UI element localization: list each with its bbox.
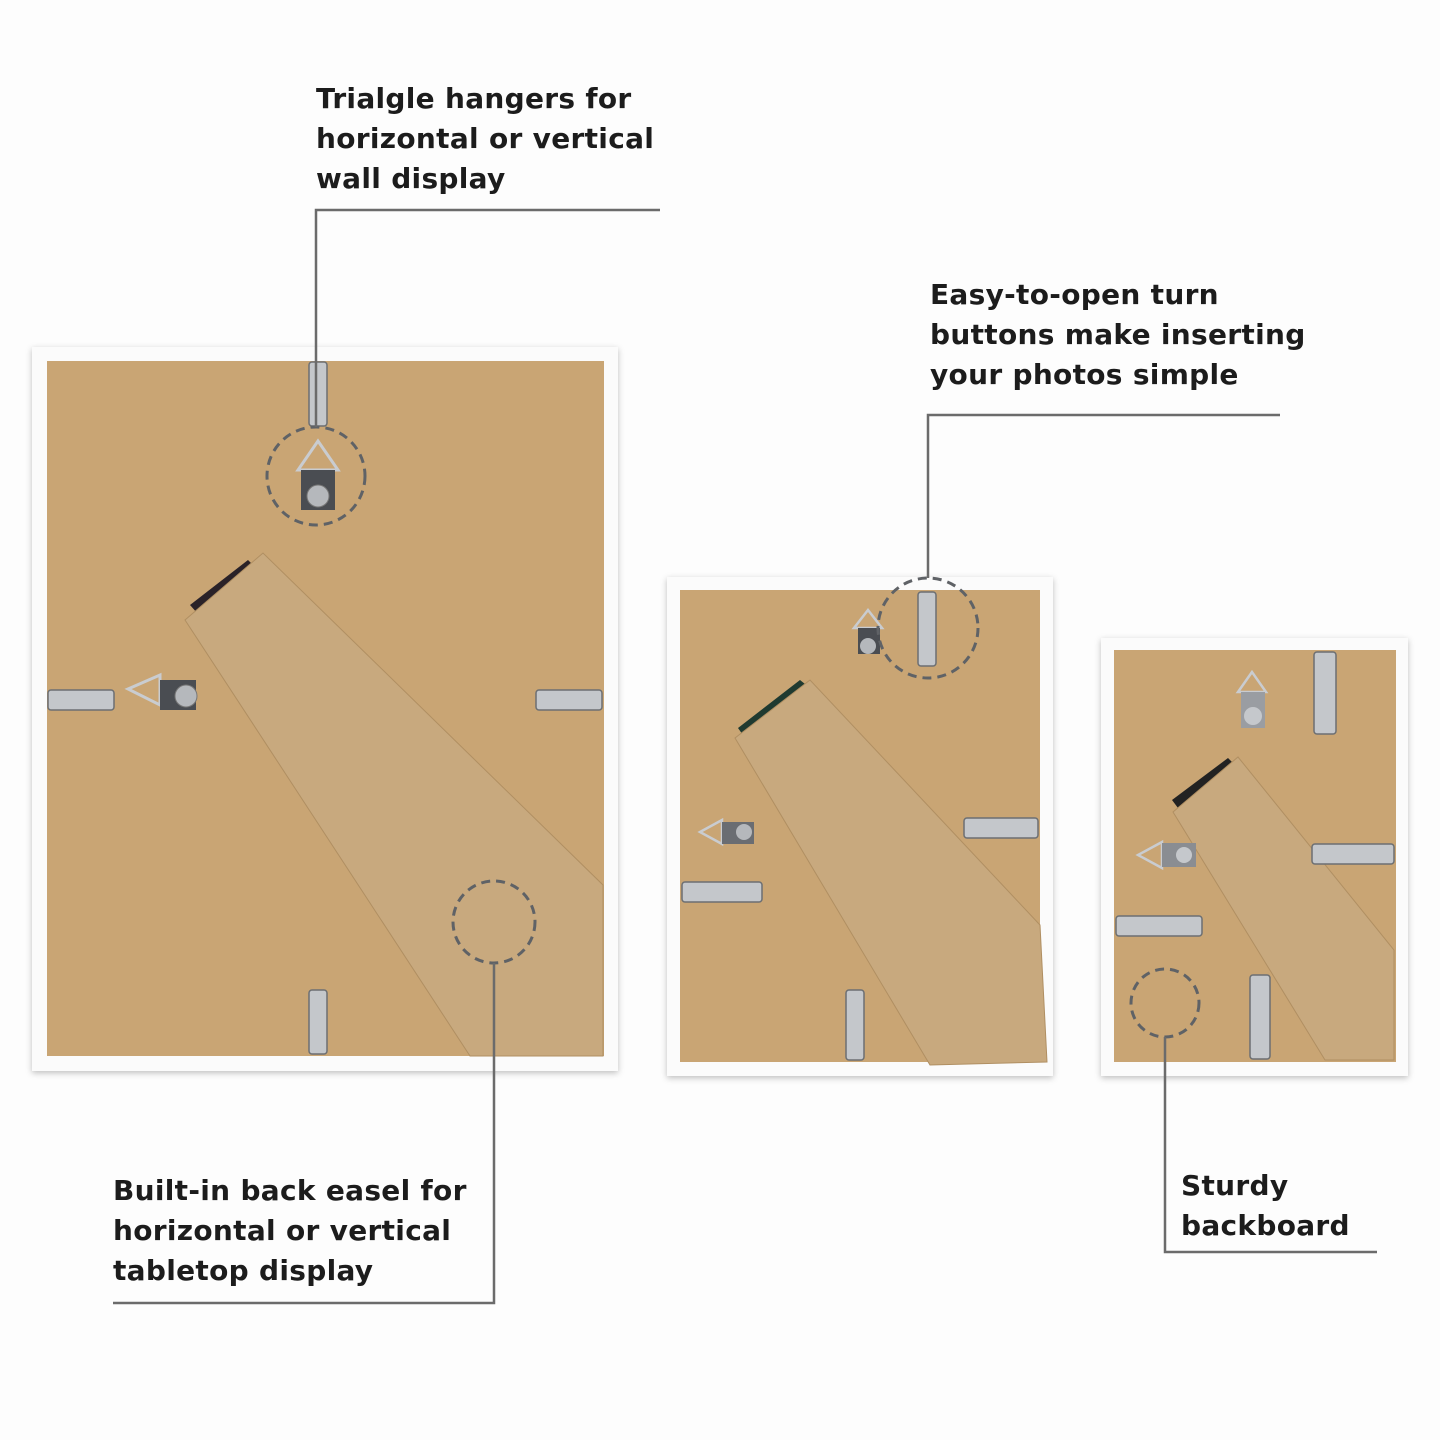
triangle-hangers bbox=[124, 438, 1269, 871]
backboard-leader-line bbox=[1163, 1037, 1377, 1254]
easel-large bbox=[184, 552, 604, 1057]
easel-small bbox=[1172, 756, 1395, 1061]
backboard-highlight-circle bbox=[1129, 967, 1201, 1039]
turn-button-leader-line bbox=[926, 413, 1280, 578]
easel-medium bbox=[734, 679, 1048, 1066]
hanger-leader-line bbox=[314, 208, 660, 427]
turn-buttons-caption: Easy-to-open turn buttons make inserting… bbox=[930, 278, 1306, 391]
turn-button-highlight-circle bbox=[876, 576, 980, 680]
easel-leader-line bbox=[113, 963, 496, 1305]
backboard-caption: Sturdy backboard bbox=[1181, 1169, 1350, 1242]
easel-caption: Built-in back easel for horizontal or ve… bbox=[113, 1174, 467, 1287]
hangers-caption: Trialgle hangers for horizontal or verti… bbox=[316, 82, 655, 195]
turn-buttons bbox=[47, 361, 1395, 1061]
